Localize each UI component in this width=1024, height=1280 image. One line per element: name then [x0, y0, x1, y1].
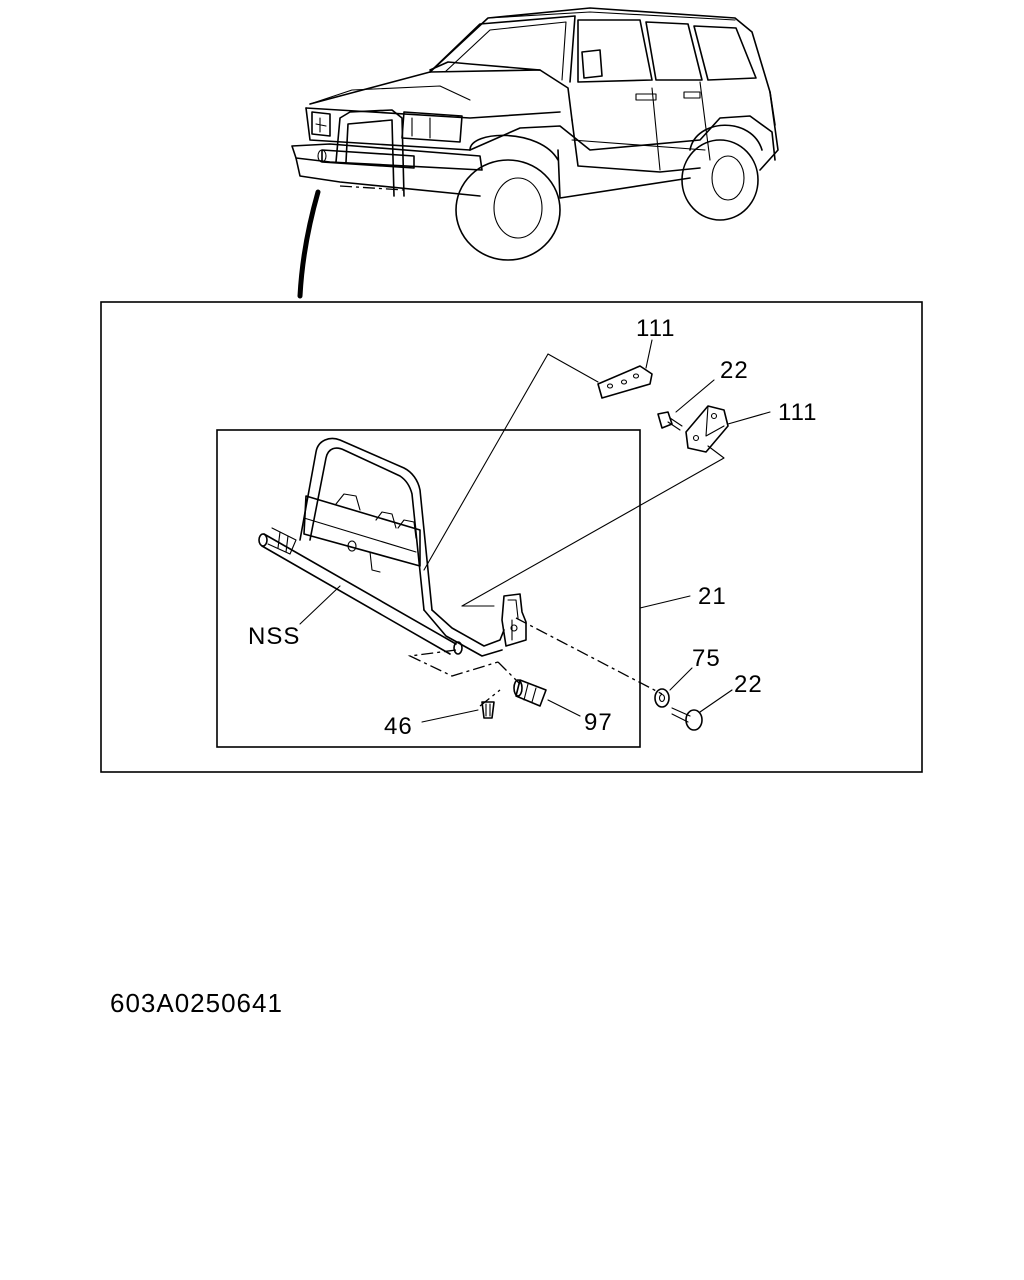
callout-nss: NSS	[248, 623, 300, 650]
callout-screw: 46	[384, 713, 413, 740]
bracket-111-upper	[597, 365, 653, 399]
callout-bolt-lower: 22	[734, 671, 763, 698]
callout-bracket-right: 111	[778, 399, 817, 426]
callout-cap: 97	[584, 709, 613, 736]
detail-frame-inner	[216, 429, 641, 748]
bracket-111-right	[685, 405, 729, 453]
washer-75	[654, 688, 670, 708]
detail-frame-outer	[100, 301, 923, 773]
callout-guard-assembly: 21	[698, 583, 727, 610]
cap-97	[513, 679, 547, 707]
leader-curve	[297, 189, 321, 299]
vehicle-illustration	[291, 7, 779, 261]
screw-46	[481, 701, 495, 719]
callout-bolt-upper: 22	[720, 357, 749, 384]
bolt-22-upper	[657, 411, 683, 431]
callout-washer: 75	[692, 645, 721, 672]
grille-guard	[258, 437, 527, 657]
figure-code: 603A0250641	[110, 988, 283, 1018]
callout-bracket-upper: 111	[636, 315, 675, 342]
bolt-22-lower	[671, 707, 703, 731]
assembly-lines	[299, 339, 771, 723]
